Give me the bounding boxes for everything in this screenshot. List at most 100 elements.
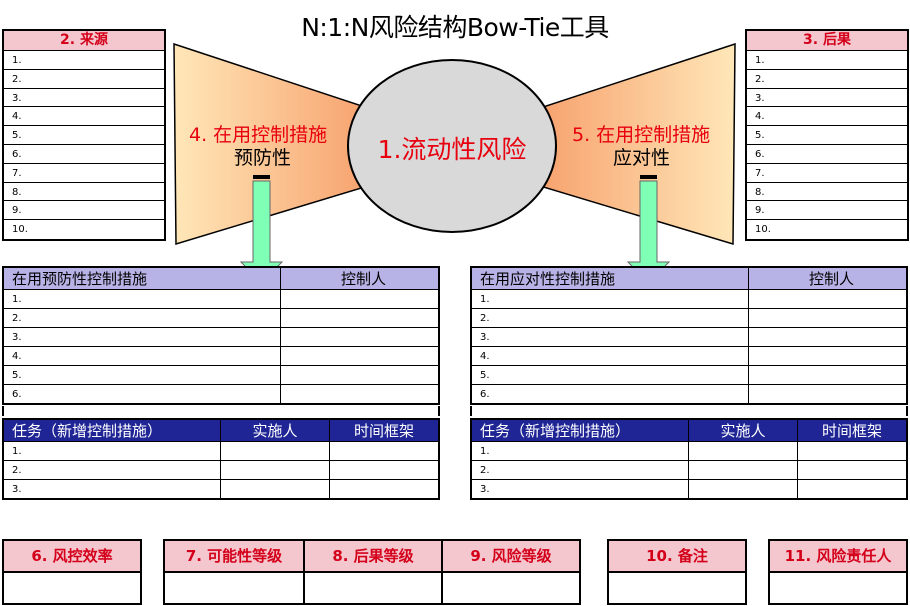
implementer-cell[interactable]: [220, 460, 330, 480]
table-row: 4.: [470, 346, 908, 366]
sources-row[interactable]: 8.: [4, 183, 164, 202]
risk-ellipse: [347, 59, 557, 233]
timeframe-cell[interactable]: [797, 460, 908, 480]
risk-level-value[interactable]: [443, 573, 579, 603]
table-row: 3.: [2, 479, 440, 500]
implementer-cell[interactable]: [688, 460, 798, 480]
efficiency-value[interactable]: [4, 573, 140, 603]
implementer-header: 实施人: [688, 418, 798, 442]
consequences-list: 3. 后果 1. 2. 3. 4. 5. 6. 7. 8. 9. 10.: [745, 29, 909, 241]
preventive-controls-header: 在用预防性控制措施: [2, 266, 281, 290]
sources-header: 2. 来源: [4, 31, 164, 51]
task-cell[interactable]: 2.: [470, 460, 689, 480]
preventive-wing-label: 4. 在用控制措施: [189, 124, 328, 146]
preventive-control-cell[interactable]: 6.: [2, 384, 281, 405]
likelihood-value[interactable]: [165, 573, 303, 603]
reactive-owner-cell[interactable]: [748, 365, 908, 385]
timeframe-cell[interactable]: [329, 479, 440, 500]
implementer-cell[interactable]: [220, 441, 330, 461]
notes-header: 10. 备注: [609, 541, 745, 573]
preventive-owner-cell[interactable]: [280, 384, 440, 405]
task-cell[interactable]: 1.: [470, 441, 689, 461]
reactive-control-cell[interactable]: 2.: [470, 308, 749, 328]
implementer-cell[interactable]: [220, 479, 330, 500]
preventive-owner-cell[interactable]: [280, 308, 440, 328]
preventive-control-cell[interactable]: 3.: [2, 327, 281, 347]
timeframe-cell[interactable]: [797, 479, 908, 500]
preventive-control-cell[interactable]: 5.: [2, 365, 281, 385]
risk-owner-value[interactable]: [770, 573, 906, 603]
consequences-row[interactable]: 3.: [747, 89, 907, 108]
timeframe-header: 时间框架: [797, 418, 908, 442]
risk-label: 1.流动性风险: [377, 135, 527, 164]
timeframe-cell[interactable]: [797, 441, 908, 461]
preventive-control-cell[interactable]: 1.: [2, 289, 281, 309]
reactive-owner-cell[interactable]: [748, 289, 908, 309]
timeframe-cell[interactable]: [329, 441, 440, 461]
reactive-owner-cell[interactable]: [748, 346, 908, 366]
table-spacer: [2, 406, 440, 416]
reactive-control-cell[interactable]: 1.: [470, 289, 749, 309]
consequences-row[interactable]: 8.: [747, 183, 907, 202]
reactive-tasks-table: 任务（新增控制措施） 实施人 时间框架 1. 2. 3.: [470, 418, 908, 500]
reactive-wing-label: 5. 在用控制措施: [572, 124, 711, 146]
preventive-owner-cell[interactable]: [280, 346, 440, 366]
task-cell[interactable]: 1.: [2, 441, 221, 461]
preventive-control-cell[interactable]: 2.: [2, 308, 281, 328]
sources-list: 2. 来源 1. 2. 3. 4. 5. 6. 7. 8. 9. 10.: [2, 29, 166, 241]
sources-row[interactable]: 2.: [4, 70, 164, 89]
implementer-cell[interactable]: [688, 479, 798, 500]
owner-box: 11. 风险责任人: [768, 539, 908, 605]
reactive-control-cell[interactable]: 6.: [470, 384, 749, 405]
preventive-tasks-table: 任务（新增控制措施） 实施人 时间框架 1. 2. 3.: [2, 418, 440, 500]
preventive-owner-cell[interactable]: [280, 365, 440, 385]
table-row: 6.: [470, 384, 908, 405]
sources-row[interactable]: 1.: [4, 51, 164, 70]
reactive-owner-cell[interactable]: [748, 327, 908, 347]
task-header: 任务（新增控制措施）: [2, 418, 221, 442]
task-cell[interactable]: 2.: [2, 460, 221, 480]
implementer-cell[interactable]: [688, 441, 798, 461]
consequences-row[interactable]: 9.: [747, 201, 907, 221]
consequences-row[interactable]: 7.: [747, 164, 907, 183]
task-cell[interactable]: 3.: [470, 479, 689, 500]
sources-row[interactable]: 4.: [4, 107, 164, 127]
preventive-owner-cell[interactable]: [280, 289, 440, 309]
reactive-controls-table: 在用应对性控制措施 控制人 1. 2. 3. 4. 5. 6.: [470, 266, 908, 405]
sources-row[interactable]: 5.: [4, 126, 164, 145]
sources-row[interactable]: 3.: [4, 89, 164, 108]
preventive-owner-cell[interactable]: [280, 327, 440, 347]
consequences-row[interactable]: 1.: [747, 51, 907, 70]
table-row: 1.: [2, 289, 440, 309]
consequences-row[interactable]: 5.: [747, 126, 907, 145]
diagram-title: N:1:N风险结构Bow-Tie工具: [301, 13, 609, 42]
sources-row[interactable]: 9.: [4, 201, 164, 221]
preventive-control-cell[interactable]: 4.: [2, 346, 281, 366]
consequence-value[interactable]: [305, 573, 441, 603]
task-header: 任务（新增控制措施）: [470, 418, 689, 442]
reactive-owner-cell[interactable]: [748, 308, 908, 328]
preventive-controls-table: 在用预防性控制措施 控制人 1. 2. 3. 4. 5. 6.: [2, 266, 440, 405]
consequences-header: 3. 后果: [747, 31, 907, 51]
reactive-controls-header: 在用应对性控制措施: [470, 266, 749, 290]
consequences-row[interactable]: 2.: [747, 70, 907, 89]
sources-row[interactable]: 6.: [4, 145, 164, 164]
table-row: 2.: [2, 308, 440, 328]
risk-owner-header: 11. 风险责任人: [770, 541, 906, 573]
reactive-control-cell[interactable]: 5.: [470, 365, 749, 385]
sources-row[interactable]: 7.: [4, 164, 164, 183]
reactive-control-cell[interactable]: 3.: [470, 327, 749, 347]
table-spacer: [470, 406, 908, 416]
task-cell[interactable]: 3.: [2, 479, 221, 500]
sources-row[interactable]: 10.: [12, 224, 28, 236]
reactive-owner-cell[interactable]: [748, 384, 908, 405]
table-row: 3.: [470, 479, 908, 500]
timeframe-cell[interactable]: [329, 460, 440, 480]
table-row: 3.: [470, 327, 908, 347]
reactive-control-cell[interactable]: 4.: [470, 346, 749, 366]
consequences-row[interactable]: 6.: [747, 145, 907, 164]
consequences-row[interactable]: 10.: [755, 224, 771, 236]
notes-value[interactable]: [609, 573, 745, 603]
consequences-row[interactable]: 4.: [747, 107, 907, 127]
implementer-header: 实施人: [220, 418, 330, 442]
